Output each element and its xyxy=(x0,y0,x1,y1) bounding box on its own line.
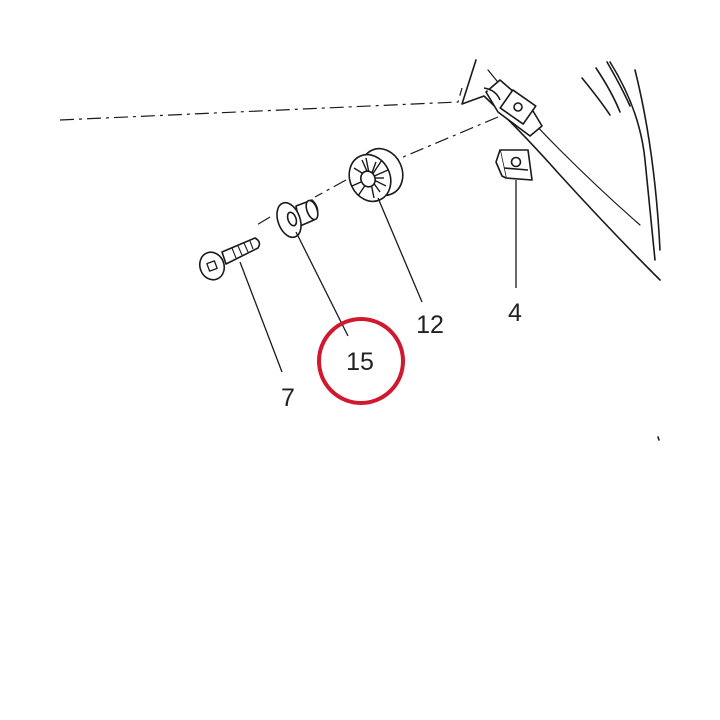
label-washer: 15 xyxy=(346,348,374,376)
label-bolt: 7 xyxy=(281,384,295,412)
body-panel-outline xyxy=(461,59,661,441)
label-clip-nut: 4 xyxy=(508,299,522,327)
leader-line-grommet xyxy=(377,197,423,303)
bolt xyxy=(198,237,261,281)
label-grommet: 12 xyxy=(416,311,444,339)
mounting-bracket xyxy=(483,79,543,137)
leader-line-bolt xyxy=(239,261,283,373)
leader-lines xyxy=(239,180,517,373)
highlight-circle xyxy=(317,317,405,405)
clip-nut xyxy=(495,149,533,181)
washer-spacer xyxy=(276,199,319,239)
grommet xyxy=(348,147,404,203)
reference-lines xyxy=(59,87,499,227)
leader-line-washer xyxy=(295,231,349,337)
